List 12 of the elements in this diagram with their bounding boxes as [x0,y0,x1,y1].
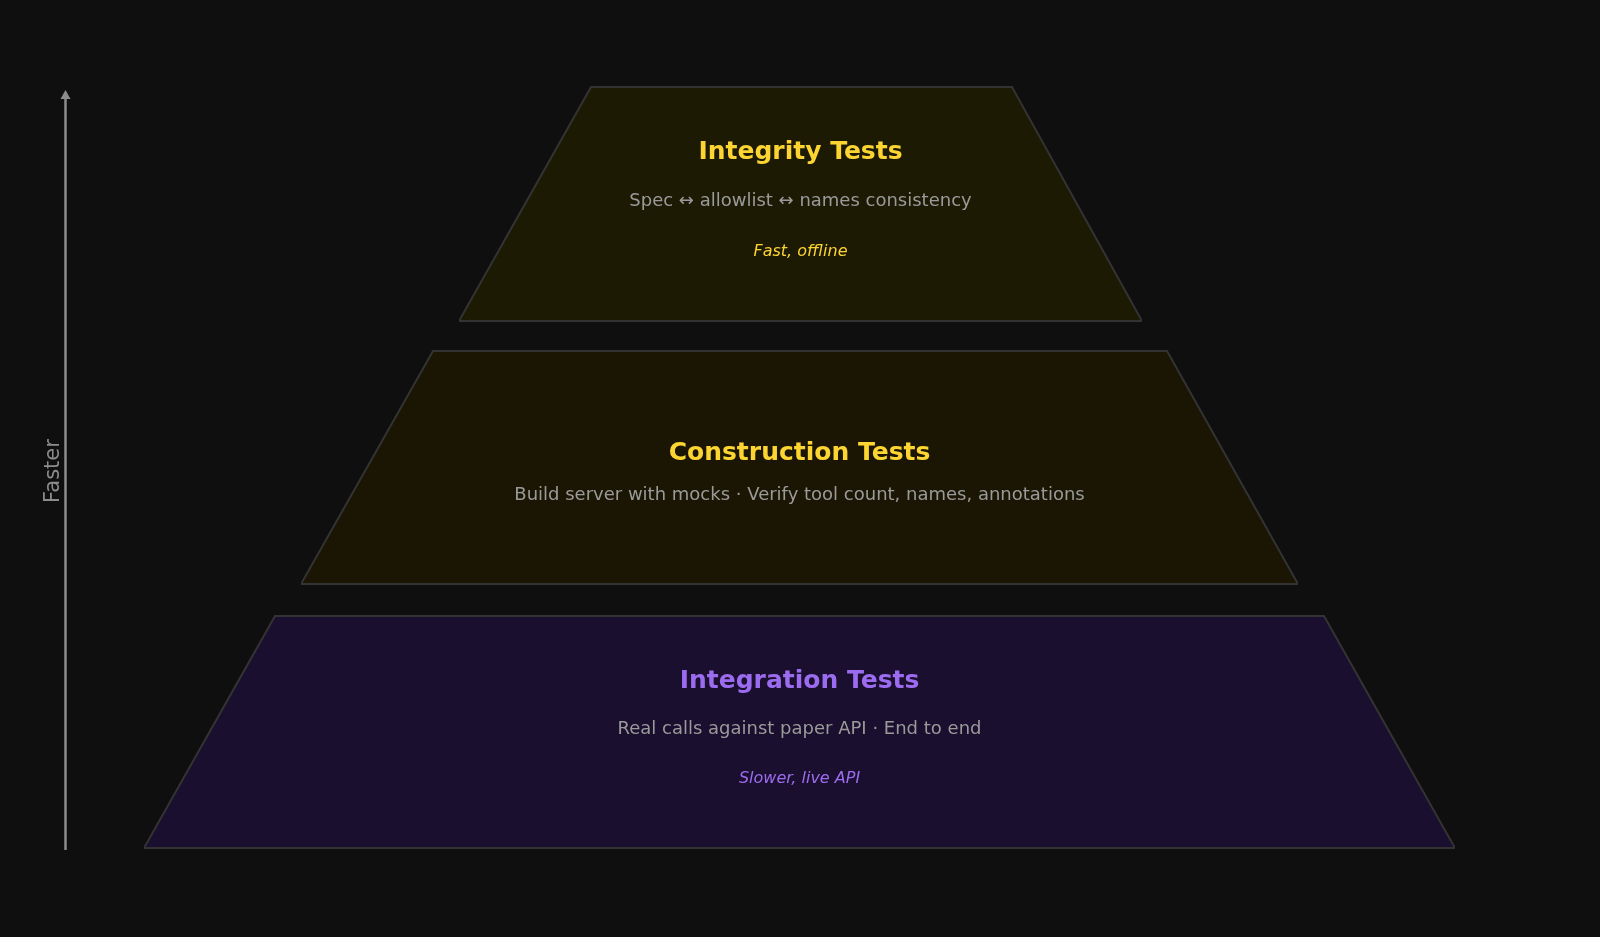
trapezoid-tier [301,350,1298,585]
tier-description: Real calls against paper API · End to end [617,717,982,739]
tier-title: Construction Tests [668,437,931,467]
tier-description: Build server with mocks · Verify tool count, names, annotations [514,483,1085,505]
axis-label: Faster [41,439,63,503]
tier-description: Spec ↔ allowlist ↔ names consistency [629,189,972,211]
trapezoid-tier [144,615,1455,849]
tier-note: Fast, offline [753,241,848,261]
trapezoid-tier [459,86,1142,322]
tier-note: Slower, live API [738,768,861,788]
tier-title: Integrity Tests [698,136,903,166]
tier-title: Integration Tests [679,665,920,695]
